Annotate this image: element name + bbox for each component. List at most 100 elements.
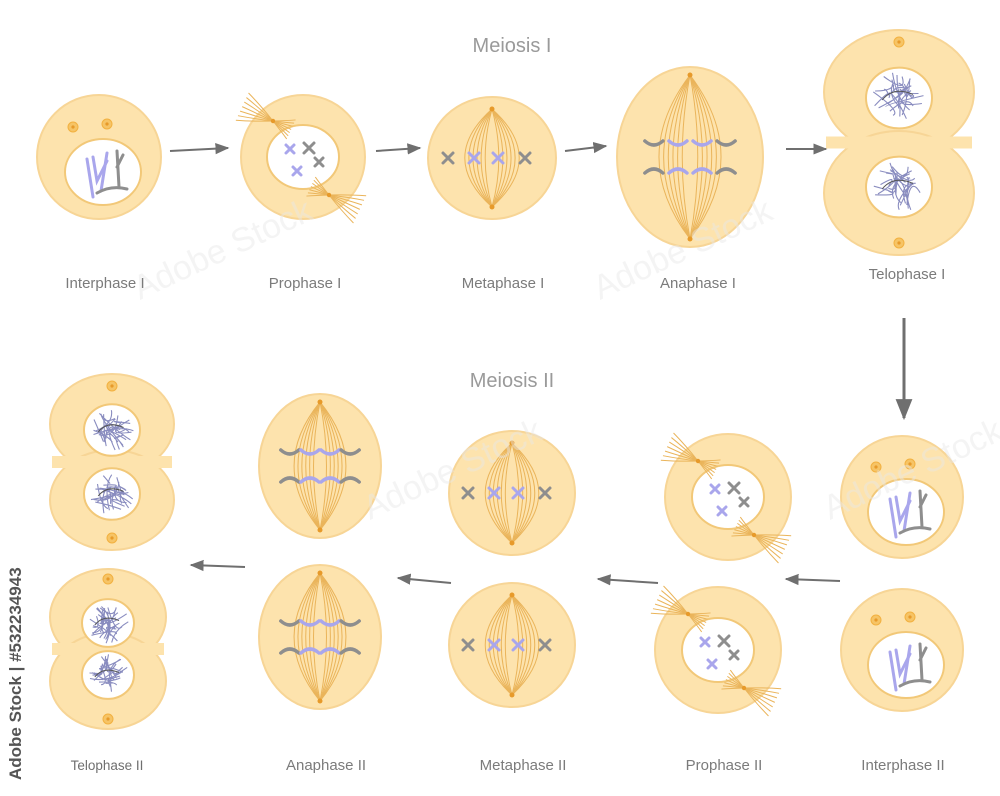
spindle-fiber xyxy=(464,108,493,208)
nucleus xyxy=(266,124,340,190)
chromatid xyxy=(643,167,665,175)
cell-membrane xyxy=(448,430,576,556)
spindle-fiber xyxy=(319,572,339,702)
label-interphase-2: Interphase II xyxy=(861,757,945,774)
spindle-pole xyxy=(509,692,515,698)
chromosome xyxy=(888,497,898,539)
spindle-fiber xyxy=(504,594,513,696)
chromatid xyxy=(299,619,321,627)
meiosis-1-title: Meiosis I xyxy=(472,35,552,57)
spindle-fiber xyxy=(491,108,520,208)
cell-interphase-1 xyxy=(36,94,162,220)
spindle-fiber xyxy=(504,442,513,544)
spindle-fiber xyxy=(511,594,536,696)
aster xyxy=(660,432,721,480)
spindle-fiber xyxy=(500,442,513,544)
chromatid xyxy=(279,476,301,484)
spindle-fiber xyxy=(677,74,691,240)
chromosome xyxy=(441,151,455,165)
label-interphase-1: Interphase I xyxy=(65,275,145,292)
spindle-fiber xyxy=(689,74,699,240)
chromosome xyxy=(491,151,505,165)
arrow xyxy=(596,574,659,586)
spindle-pole xyxy=(317,570,323,576)
spindle-fiber xyxy=(319,401,339,531)
chromatin xyxy=(97,488,124,497)
spindle-fiber xyxy=(663,74,691,240)
chromosome xyxy=(95,186,129,195)
cleavage-fill xyxy=(52,643,164,655)
nucleus xyxy=(691,464,765,530)
centriole xyxy=(741,685,747,691)
chromosome xyxy=(461,638,475,652)
nucleus xyxy=(681,617,755,683)
spindle-fiber xyxy=(319,572,335,702)
centriole xyxy=(106,717,110,721)
chromosome xyxy=(738,496,750,508)
centriole xyxy=(908,462,912,466)
spindle-pole xyxy=(317,698,323,704)
chromosome xyxy=(85,157,95,199)
chromatid xyxy=(339,448,361,456)
chromatid xyxy=(715,167,737,175)
chromosome xyxy=(511,486,525,500)
chromosome xyxy=(99,151,109,193)
chromosome xyxy=(727,481,741,495)
spindle-fiber xyxy=(488,442,513,544)
spindle-fiber xyxy=(319,572,327,702)
aster-ray xyxy=(721,687,745,690)
spindle-pole xyxy=(687,72,693,78)
arrow xyxy=(396,573,452,585)
spindle-fiber xyxy=(319,572,331,702)
chromosome xyxy=(706,658,718,670)
cell-metaphase-1 xyxy=(427,96,557,220)
label-prophase-1: Prophase I xyxy=(268,275,342,292)
centriole xyxy=(897,241,901,245)
spindle-pole xyxy=(687,236,693,242)
spindle-fiber xyxy=(309,572,321,702)
chromosome xyxy=(709,483,721,495)
spindle-fiber xyxy=(484,108,493,208)
spindle-fiber xyxy=(681,74,691,240)
chromatin xyxy=(94,617,120,626)
spindle-fiber xyxy=(313,572,321,702)
chromatid xyxy=(667,167,689,175)
cell-membrane xyxy=(616,66,764,248)
spindle-fiber xyxy=(297,572,321,702)
spindle-fiber xyxy=(297,401,321,531)
cell-prophase-2-top xyxy=(660,432,792,564)
cell-membrane xyxy=(427,96,557,220)
chromosome xyxy=(284,143,296,155)
spindle-fiber xyxy=(319,572,343,702)
aster xyxy=(721,669,782,717)
spindle-fiber xyxy=(319,401,347,531)
chromosome xyxy=(487,638,501,652)
spindle-fiber xyxy=(689,74,703,240)
spindle-fiber xyxy=(511,442,532,544)
cell-interphase-2-top xyxy=(840,435,964,559)
chromosome xyxy=(717,634,731,648)
chromosome xyxy=(313,156,325,168)
chromatid xyxy=(643,139,665,147)
spindle-fiber xyxy=(511,594,540,696)
spindle-pole xyxy=(509,540,515,546)
spindle-fiber xyxy=(319,401,327,531)
centriole xyxy=(874,618,878,622)
label-telophase-1: Telophase I xyxy=(868,266,946,283)
spindle-fiber xyxy=(511,442,528,544)
aster-ray xyxy=(306,194,330,197)
centriole xyxy=(685,611,691,617)
cell-telophase-1 xyxy=(823,29,975,256)
chromosome xyxy=(518,151,532,165)
aster-ray xyxy=(248,92,274,122)
chromatin xyxy=(873,162,921,211)
chromosome xyxy=(918,642,928,682)
cell-membrane xyxy=(258,393,382,539)
spindle-fiber xyxy=(480,108,493,208)
chromatin xyxy=(94,669,120,678)
spindle-fiber xyxy=(511,594,532,696)
aster-ray xyxy=(328,194,354,224)
chromatid xyxy=(299,476,321,484)
cell-metaphase-2-bottom xyxy=(448,582,576,708)
arrow xyxy=(784,573,841,586)
